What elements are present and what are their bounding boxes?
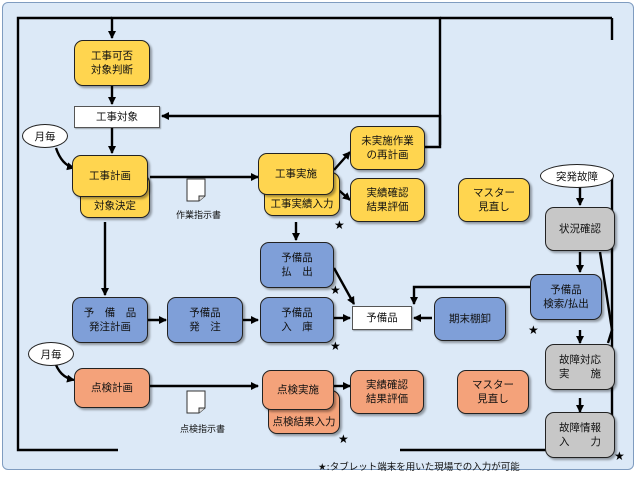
tablet-footnote: ★:タブレット端末を用いた現場での入力が可能 [318,462,520,473]
tablet-star-tenken: ★ [338,432,349,446]
jisseki-kakunin-node-2: 実績確認 結果評価 [350,370,424,414]
sagyo-shijisho-label: 作業指示書 [176,211,222,221]
yobihin-haraidashi-node: 予備品 払 出 [260,242,334,288]
tablet-star-kensaku: ★ [528,323,539,337]
tenken-shijisho-doc-icon [186,390,206,414]
tenken-jisshi-node: 点検実施 [262,370,334,410]
tenken-shijisho-label: 点検指示書 [180,425,226,435]
toppatsu-kosho-oval: 突発故障 [540,164,614,188]
kosho-joho-node: 故障情報 入 力 [545,412,615,458]
yobihin-node: 予備品 [352,306,412,330]
koji-jisseki-label: 工事実績入力 [270,198,334,210]
tablet-star-koji: ★ [334,218,345,232]
tenken-keikaku-node: 点検計画 [74,368,150,408]
yobihin-kensaku-node: 予備品 検索/払出 [530,274,602,320]
tablet-star-kosho: ★ [614,449,625,463]
tsukigoto-oval-1: 月毎 [22,124,68,148]
koji-keikaku-node: 工事計画 [72,155,148,197]
kimatsu-tanaoroshi-node: 期末棚卸 [434,297,506,341]
sagyo-shijisho-doc-icon [186,178,206,202]
mijisshi-node: 未実施作業 の再計画 [350,126,425,170]
tenken-kekka-label: 点検結果入力 [272,416,336,428]
taisho-kettei-label: 対象決定 [94,200,136,212]
jokyo-kakunin-node: 状況確認 [545,207,615,251]
tablet-star-haraidashi: ★ [330,283,341,297]
yobihin-nyuko-node: 予備品 入 庫 [260,297,334,343]
koji-kahi-node: 工事可否 対象判断 [74,40,150,86]
yobihin-hatchu-keikaku-node: 予 備 品 発注計画 [72,297,148,343]
master-node-1: マスター 見直し [458,178,530,222]
tsukigoto-oval-2: 月毎 [28,342,74,366]
kosho-taio-node: 故障対応 実 施 [545,344,615,390]
tablet-star-nyuko: ★ [330,339,341,353]
koji-jisshi-node: 工事実施 [258,153,334,195]
koji-taisho-node: 工事対象 [74,106,160,128]
yobihin-hatchu-node: 予備品 発 注 [167,297,243,343]
master-node-2: マスター 見直し [457,370,529,414]
jisseki-kakunin-node-1: 実績確認 結果評価 [350,178,425,222]
